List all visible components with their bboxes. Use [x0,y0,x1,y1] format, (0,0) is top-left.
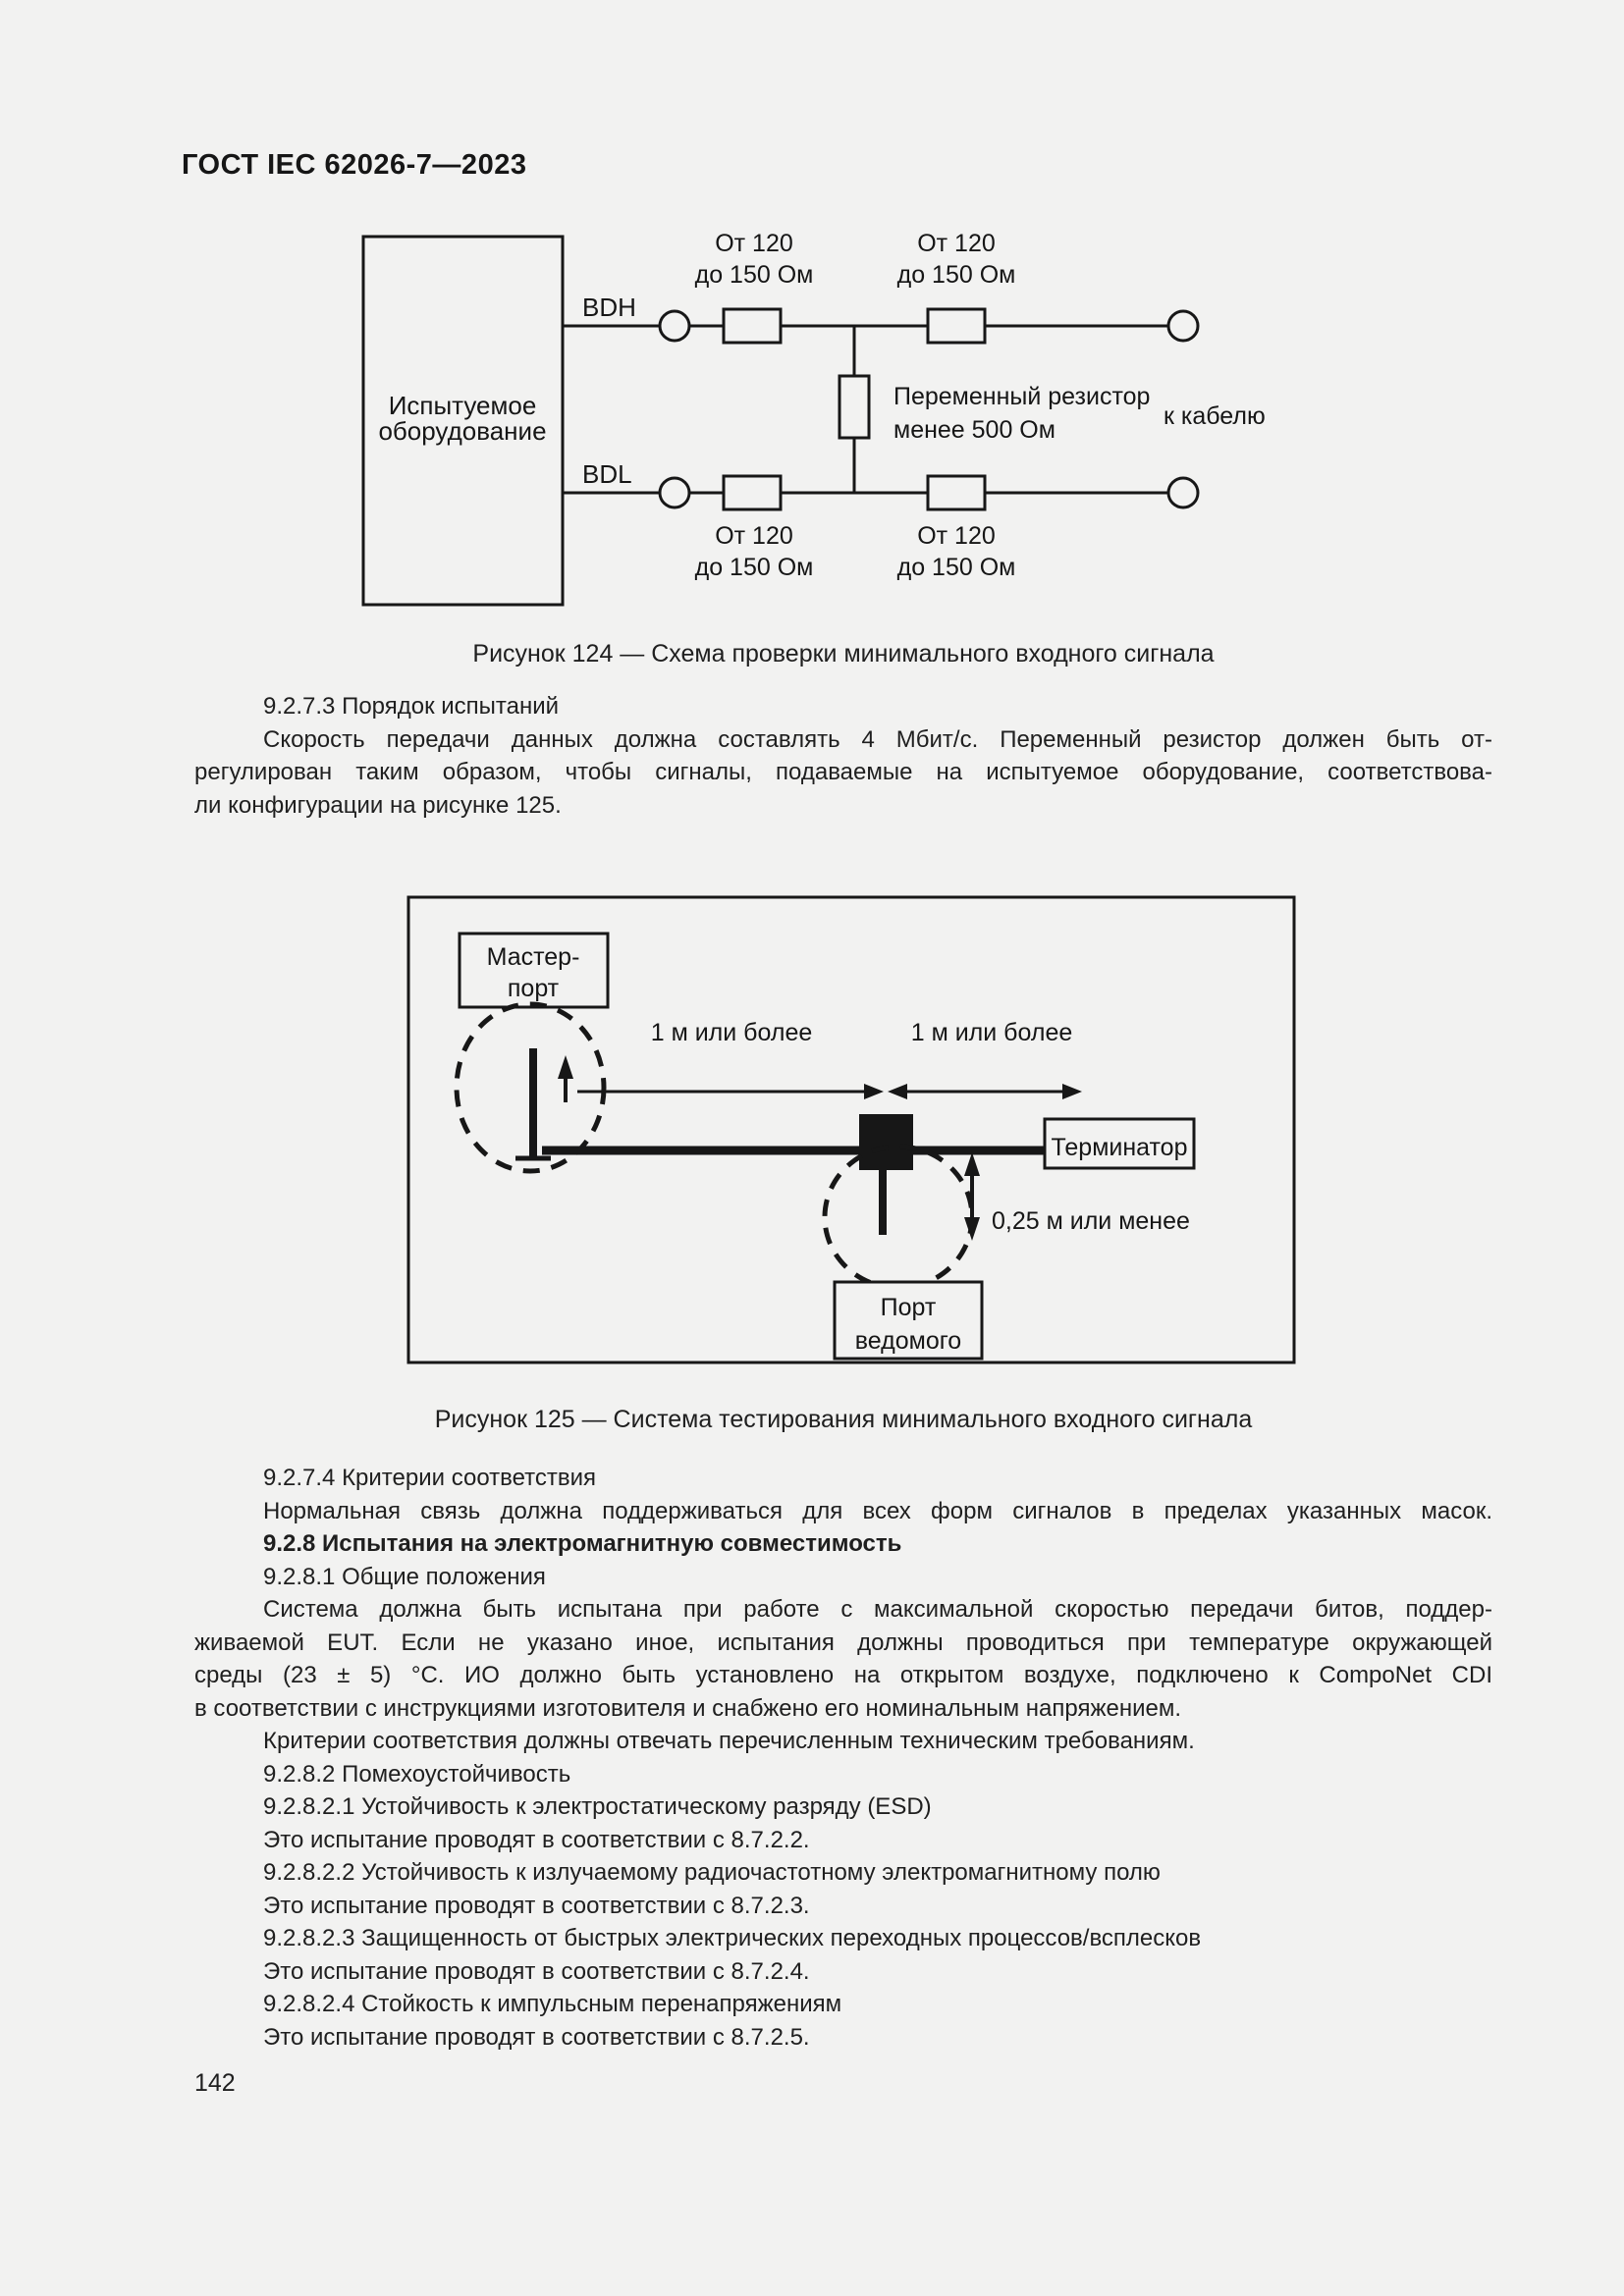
text-line: живаемой EUT. Если не указано иное, испы… [194,1629,1492,1656]
eut-label-line2: оборудование [378,416,546,446]
connector-circle-bdl-left [658,476,691,509]
text-line: 9.2.7.4 Критерии соответствия [263,1465,597,1491]
slave-port-label-line2: ведомого [855,1327,961,1355]
up-arrow-icon [558,1055,573,1079]
resistor-range-top-left-line1: От 120 [715,230,793,257]
master-port-box [458,932,610,1009]
series-resistor-bdl-1 [722,474,783,511]
distance-label-right: 1 м или более [911,1019,1073,1046]
resistor-range-top-right-line2: до 150 Ом [897,261,1016,289]
text-line: 9.2.8.2 Помехоустойчивость [263,1760,571,1788]
text-line: Это испытание проводят в соответствии с … [263,1957,810,1985]
terminator-box [1043,1117,1196,1170]
resistor-range-bottom-right-line1: От 120 [917,522,996,550]
resistor-range-bottom-left-line1: От 120 [715,522,793,550]
document-header: ГОСТ IEC 62026-7—2023 [182,149,527,181]
resistor-range-top-left-line2: до 150 Ом [695,261,814,289]
figure-125-caption: Рисунок 125 — Система тестирования миним… [434,1406,1253,1433]
eut-label-line1: Испытуемое [389,391,537,420]
text-line: Система должна быть испытана при работе … [263,1596,1492,1623]
arrowhead-right-icon [864,1084,884,1099]
text-line: Это испытание проводят в соответствии с … [263,1892,810,1919]
master-port-label-line1: Мастер- [487,943,580,971]
text-line: Это испытание проводят в соответствии с … [263,2023,810,2051]
resistor-range-bottom-right-line2: до 150 Ом [897,554,1016,581]
resistor-range-bottom-left-line2: до 150 Ом [695,554,814,581]
text-line: Нормальная связь должна поддерживаться д… [263,1497,1492,1524]
minimum-input-signal-circuit: Испытуемое оборудование BDH BDL Переменн… [361,230,1266,607]
figure-124-caption: Рисунок 124 — Схема проверки минимальног… [472,640,1215,667]
master-port-label-line2: порт [508,975,560,1002]
text-line: 9.2.8.2.3 Защищенность от быстрых электр… [263,1925,1202,1951]
series-resistor-bdh-1 [722,307,783,345]
cable-terminal-bdh [1166,309,1200,343]
variable-resistor-label-line1: Переменный резистор [893,383,1150,410]
figure-frame [406,895,1296,1364]
to-cable-label: к кабелю [1164,402,1266,430]
slave-port-label-line1: Порт [881,1294,937,1321]
figure-125-diagram: Мастер- порт 1 м или более 1 м или более… [403,891,1316,1366]
series-resistor-bdh-2 [926,307,987,345]
tap-square [859,1114,913,1170]
text-line: Скорость передачи данных должна составля… [263,725,1492,753]
master-node-circle [454,1001,607,1174]
eut-box [361,235,565,607]
text-line: 9.2.8 Испытания на электромагнитную совм… [263,1530,902,1557]
arrowhead-down-icon [964,1217,980,1241]
figure-124-diagram: Испытуемое оборудование BDH BDL Переменн… [353,214,1276,611]
arrowhead-up-icon [964,1152,980,1176]
connector-circle-bdh-left [658,309,691,343]
text-line: 9.2.8.2.2 Устойчивость к излучаемому рад… [263,1859,1161,1886]
minimum-input-signal-test-system: Мастер- порт 1 м или более 1 м или более… [406,895,1296,1364]
slave-port-box [833,1280,984,1361]
text-line: 9.2.7.3 Порядок испытаний [263,693,560,720]
variable-resistor [838,374,871,440]
cable-terminal-bdl [1166,476,1200,509]
bdl-label: BDL [582,459,632,489]
text-line: 9.2.8.2.1 Устойчивость к электростатичес… [263,1793,932,1820]
series-resistor-bdl-2 [926,474,987,511]
arrowhead-left-icon [888,1084,907,1099]
text-line: регулирован таким образом, чтобы сигналы… [194,759,1492,785]
text-line: среды (23 ± 5) °C. ИО должно быть устано… [194,1662,1492,1688]
arrowhead-right-end-icon [1062,1084,1082,1099]
drop-distance-label: 0,25 м или менее [992,1207,1190,1235]
text-line: 9.2.8.2.4 Стойкость к импульсным перенап… [263,1991,842,2017]
distance-label-left: 1 м или более [651,1019,813,1046]
text-line: Критерии соответствия должны отвечать пе… [263,1728,1195,1754]
text-line: в соответствии с инструкциями изготовите… [194,1694,1182,1722]
bdh-label: BDH [582,293,636,322]
variable-resistor-label-line2: менее 500 Ом [893,416,1056,444]
text-line: 9.2.8.1 Общие положения [263,1563,546,1590]
text-line: Это испытание проводят в соответствии с … [263,1826,810,1853]
text-line: ли конфигурации на рисунке 125. [194,791,562,819]
page-number: 142 [194,2069,236,2097]
terminator-label: Терминатор [1052,1134,1188,1161]
resistor-range-top-right-line1: От 120 [917,230,996,257]
